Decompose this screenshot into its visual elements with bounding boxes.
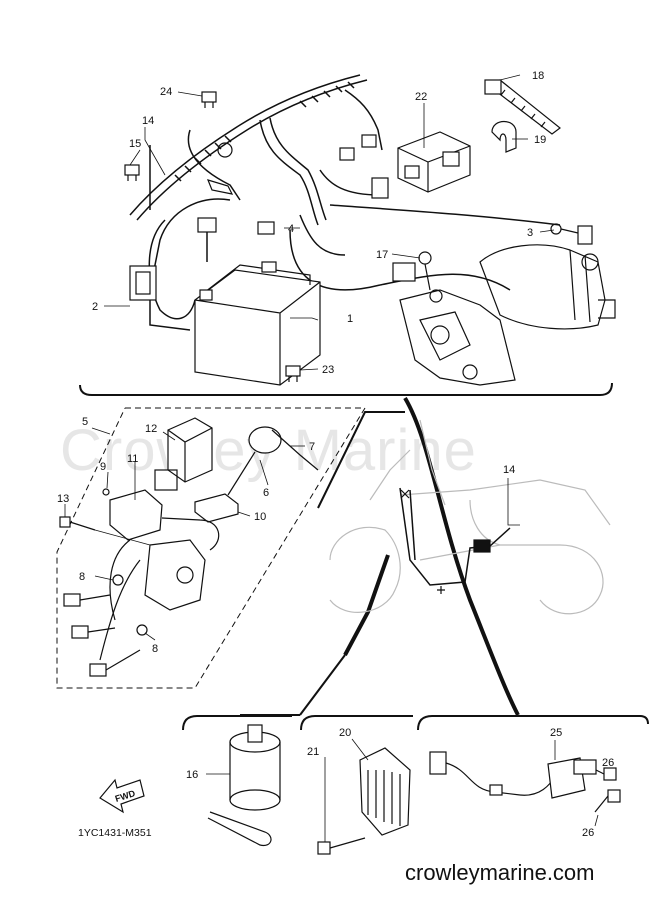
callout-22: 22 [415,91,427,103]
battery-1 [194,261,321,386]
connector-d [257,221,275,235]
callout-3: 3 [527,227,533,239]
bolt-26b [594,789,621,813]
starter-motor [479,225,616,330]
bolt-26a [595,767,617,781]
bolt-21 [317,837,366,855]
callout-1: 1 [347,313,353,325]
band-19 [491,120,517,153]
connector-c [371,177,389,199]
cap-10 [194,493,239,523]
callout-9: 9 [100,461,106,473]
callout-14-bike: 14 [503,464,515,476]
callout-16: 16 [186,769,198,781]
wire-harness [129,74,561,320]
relay-unit-22 [397,131,471,193]
site-footer: crowleymarine.com [405,860,595,885]
callout-8-upper: 8 [79,571,85,583]
connector-b [361,134,377,148]
callout-14-top: 14 [142,115,154,127]
bottom-panel-20: 21 20 [300,715,413,855]
callout-17: 17 [376,249,388,261]
cable-4 [197,217,217,262]
flasher-16 [207,724,281,847]
callout-7: 7 [309,441,315,453]
connector-a [339,147,355,161]
callout-19: 19 [534,134,546,146]
callout-4: 4 [288,223,294,235]
connector-e [63,593,81,607]
connector-g [89,663,107,677]
middle-left-panel: 5 12 7 9 11 6 13 10 8 8 [56,407,366,689]
callout-8-lower: 8 [152,643,158,655]
callout-25: 25 [550,727,562,739]
engine-case [399,289,516,386]
fuse-23 [285,365,301,382]
fuse-15 [124,164,140,181]
coupler-12 [154,417,213,491]
callout-24: 24 [160,86,172,98]
bike-overview: 14 [240,396,611,716]
mid-left-leaders [64,431,305,641]
cable-tie-18 [484,79,561,135]
screw-9 [102,488,110,496]
callout-15: 15 [129,138,141,150]
bottom-panel-25: 25 26 26 [417,715,649,839]
top-leaders [104,74,555,371]
rectifier-20 [359,747,411,836]
callout-2: 2 [92,301,98,313]
fuse-24 [201,91,217,108]
callout-26-lower: 26 [582,827,594,839]
callout-18: 18 [532,70,544,82]
callout-6: 6 [263,487,269,499]
diagram-code: 1YC1431-M351 [78,827,152,839]
bolt-3 [550,223,579,235]
key-6 [227,426,319,496]
callout-21: 21 [307,746,319,758]
clamp-8a [112,574,124,586]
top-panel: 24 14 15 22 18 19 4 3 17 2 1 23 [79,70,616,396]
fuse-holder-2 [129,265,191,331]
main-switch-11 [99,489,220,661]
connector-f [71,625,89,639]
fwd-arrow-icon: FWD [99,778,145,814]
callout-10: 10 [254,511,266,523]
callout-12: 12 [145,423,157,435]
callout-26-upper: 26 [602,757,614,769]
callout-13: 13 [57,493,69,505]
callout-5: 5 [82,416,88,428]
callout-20: 20 [339,727,351,739]
clamp-8b [136,624,148,636]
bottom-panel-16: 16 [182,715,292,847]
connector-17 [392,251,443,303]
bike-marker-ecu [473,539,491,553]
sensor-25 [429,751,597,799]
callout-11: 11 [127,453,138,465]
callout-23: 23 [322,364,334,376]
